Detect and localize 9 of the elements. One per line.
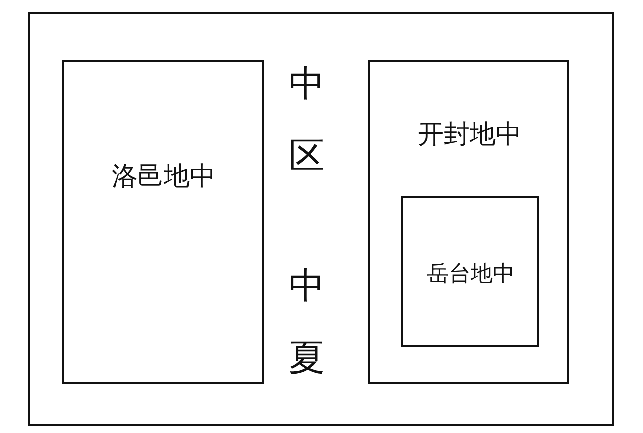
region-label: 洛邑地中 (112, 160, 216, 194)
vertical-label: 中区 (289, 63, 325, 179)
frame-box (28, 12, 614, 426)
region-box (62, 60, 264, 384)
region-label: 开封地中 (418, 118, 522, 152)
vertical-label: 中夏 (289, 265, 325, 381)
region-box (401, 196, 539, 347)
region-box (368, 60, 569, 384)
region-label: 岳台地中 (427, 261, 515, 289)
